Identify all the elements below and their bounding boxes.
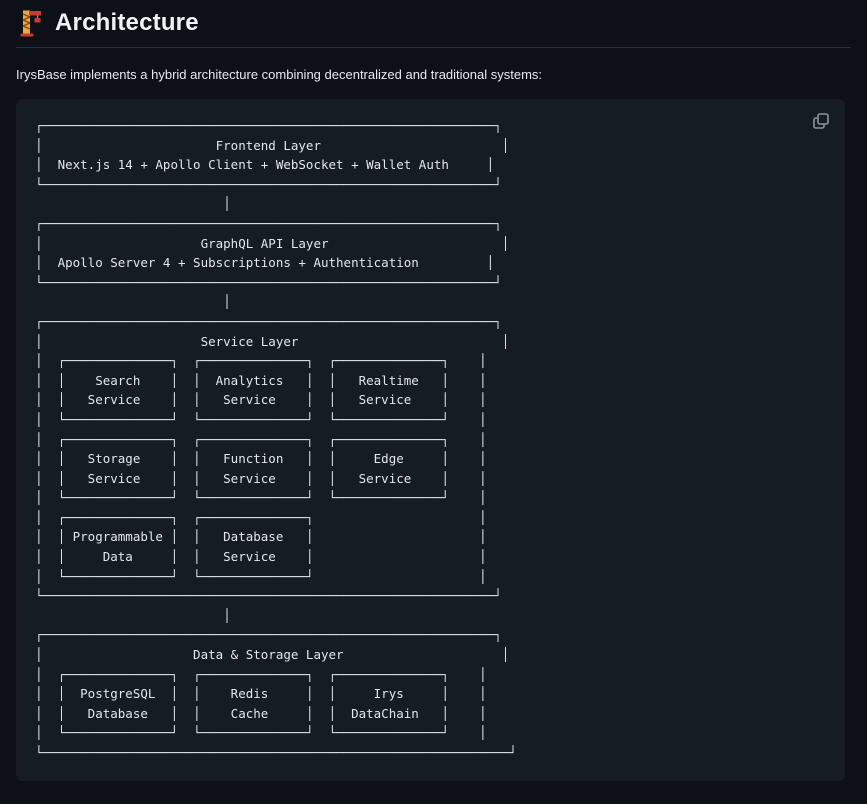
code-block: ┌───────────────────────────────────────…	[16, 99, 845, 781]
construction-crane-icon	[16, 9, 43, 37]
intro-text: IrysBase implements a hybrid architectur…	[16, 67, 543, 82]
copy-button[interactable]	[809, 109, 833, 133]
page-title: Architecture	[55, 9, 199, 36]
page-header: Architecture	[16, 0, 851, 48]
copy-icon	[813, 113, 829, 129]
architecture-diagram-code: ┌───────────────────────────────────────…	[35, 118, 517, 760]
